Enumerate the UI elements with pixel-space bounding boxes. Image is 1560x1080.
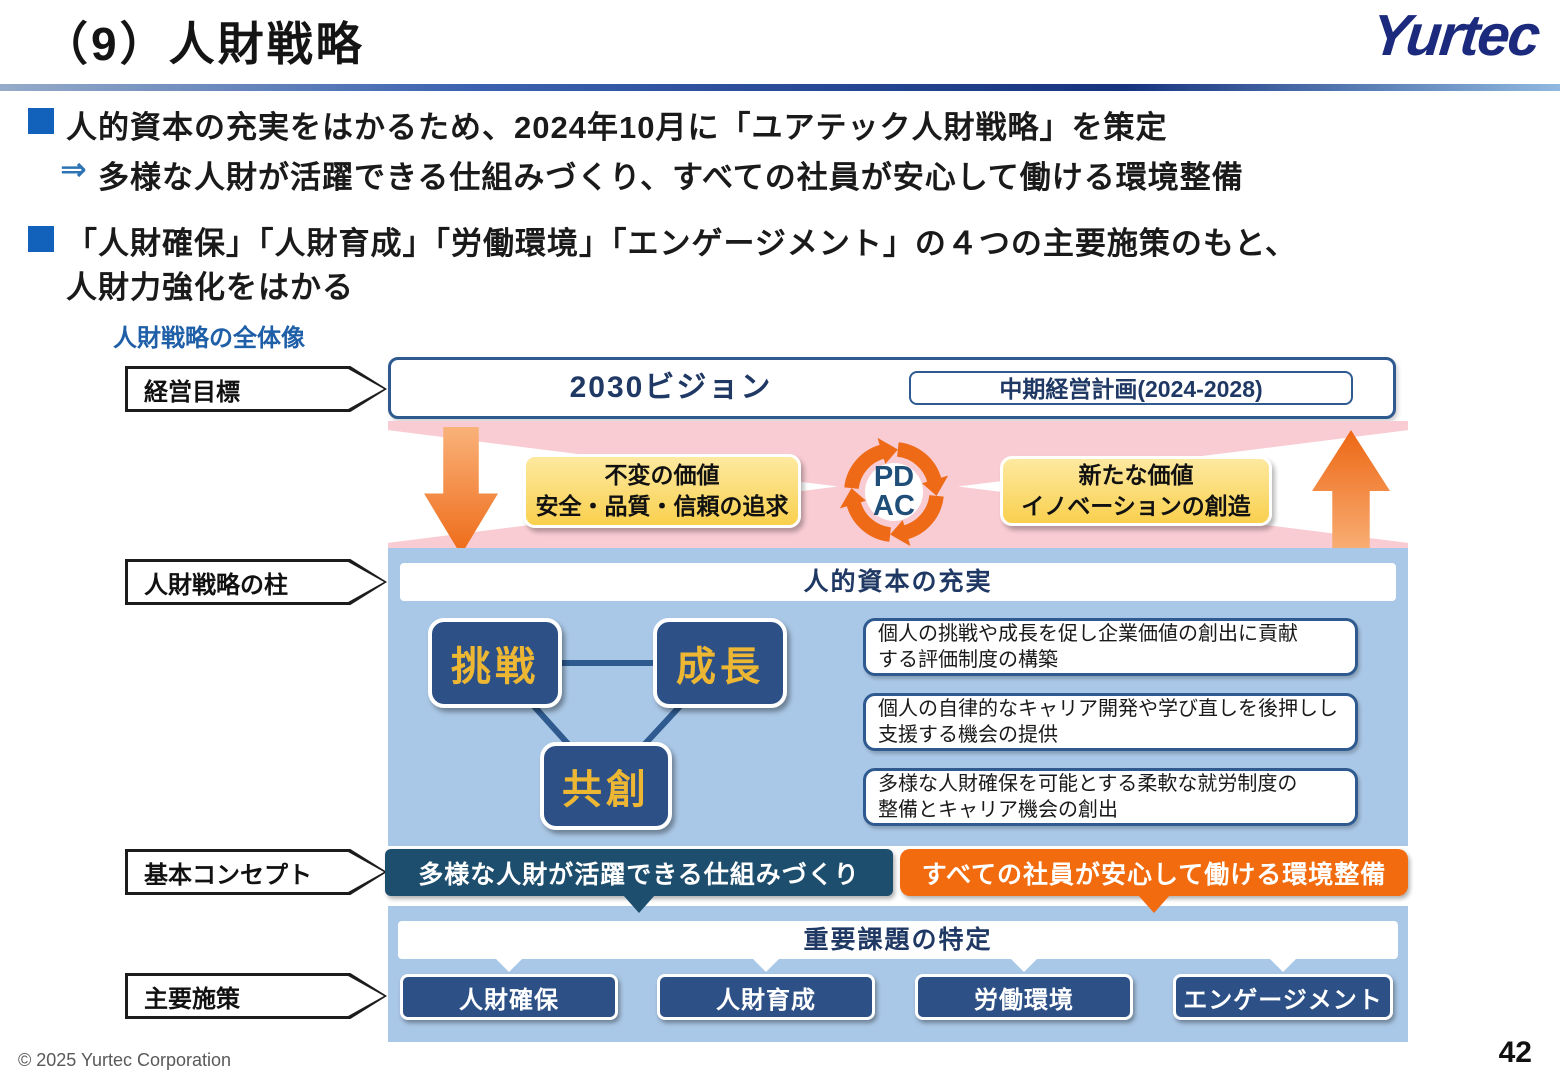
diagram-caption: 人財戦略の全体像 xyxy=(113,325,305,352)
pdca-cycle-icon: PD AC xyxy=(836,426,949,558)
node-growth: 成長 xyxy=(653,618,787,708)
bullet-1-text: 人的資本の充実をはかるため、2024年10月に「ユアテック人財戦略」を策定 xyxy=(66,110,1168,145)
value-box-unchanging: 不変の価値 安全・品質・信頼の追求 xyxy=(523,454,801,528)
measure-box-recruitment: 人財確保 xyxy=(400,974,618,1020)
vision-box: 2030ビジョン 中期経営計画(2024-2028) xyxy=(388,357,1396,419)
pillar-point-3: 多様な人財確保を可能とする柔軟な就労制度の 整備とキャリア機会の創出 xyxy=(863,768,1358,826)
pillar-point-2: 個人の自律的なキャリア開発や学び直しを後押しし 支援する機会の提供 xyxy=(863,693,1358,751)
footer-copyright: © 2025 Yurtec Corporation xyxy=(18,1050,232,1070)
measure-box-development: 人財育成 xyxy=(657,974,875,1020)
row-label-measures: 主要施策 xyxy=(125,973,387,1019)
node-challenge: 挑戦 xyxy=(428,618,562,708)
strip-tail-icon xyxy=(1268,957,1298,972)
measure-box-engagement: エンゲージメント xyxy=(1173,974,1393,1020)
strip-tail-icon xyxy=(494,957,524,972)
page-title: （9）人財戦略 xyxy=(42,18,365,70)
bullet-1-sub-text: 多様な人財が活躍できる仕組みづくり、すべての社員が安心して働ける環境整備 xyxy=(98,160,1244,195)
pillar-point-1: 個人の挑戦や成長を促し企業価値の創出に貢献 する評価制度の構築 xyxy=(863,618,1358,676)
concept-banner-right: すべての社員が安心して働ける環境整備 xyxy=(900,849,1408,896)
row-label-pillar-text: 人財戦略の柱 xyxy=(128,562,384,602)
row-label-measures-text: 主要施策 xyxy=(128,976,384,1016)
pdca-top-text: PD xyxy=(874,461,914,493)
page-number: 42 xyxy=(1498,1036,1532,1069)
node-cocreation: 共創 xyxy=(540,742,672,830)
bullet-2-line2: 人財力強化をはかる xyxy=(66,270,354,305)
vision-title: 2030ビジョン xyxy=(569,371,773,404)
row-label-pillar: 人財戦略の柱 xyxy=(125,559,387,605)
row-label-concept: 基本コンセプト xyxy=(125,849,387,895)
strip-tail-icon xyxy=(751,957,781,972)
strip-tail-icon xyxy=(1009,957,1039,972)
bullet-2-line1: 「人財確保」「人財育成」「労働環境」「エンゲージメント」の４つの主要施策のもと、 xyxy=(66,226,1298,261)
midterm-plan-box: 中期経営計画(2024-2028) xyxy=(909,371,1353,405)
pillar-header: 人的資本の充実 xyxy=(400,563,1396,601)
pdca-bottom-text: AC xyxy=(873,490,915,522)
yurtec-logo: Yurtec xyxy=(1368,3,1542,68)
value-box-new: 新たな価値 イノベーションの創造 xyxy=(1000,456,1272,526)
concept-banner-left: 多様な人財が活躍できる仕組みづくり xyxy=(385,849,893,896)
double-arrow-icon: ⇒ xyxy=(60,151,87,187)
bullet-square-icon xyxy=(28,226,54,252)
row-label-goal: 経営目標 xyxy=(125,366,387,412)
measure-box-environment: 労働環境 xyxy=(915,974,1133,1020)
bullet-square-icon xyxy=(28,108,54,134)
header-divider xyxy=(0,84,1560,91)
row-label-concept-text: 基本コンセプト xyxy=(128,852,384,892)
issues-header: 重要課題の特定 xyxy=(398,921,1398,959)
row-label-goal-text: 経営目標 xyxy=(128,369,384,409)
